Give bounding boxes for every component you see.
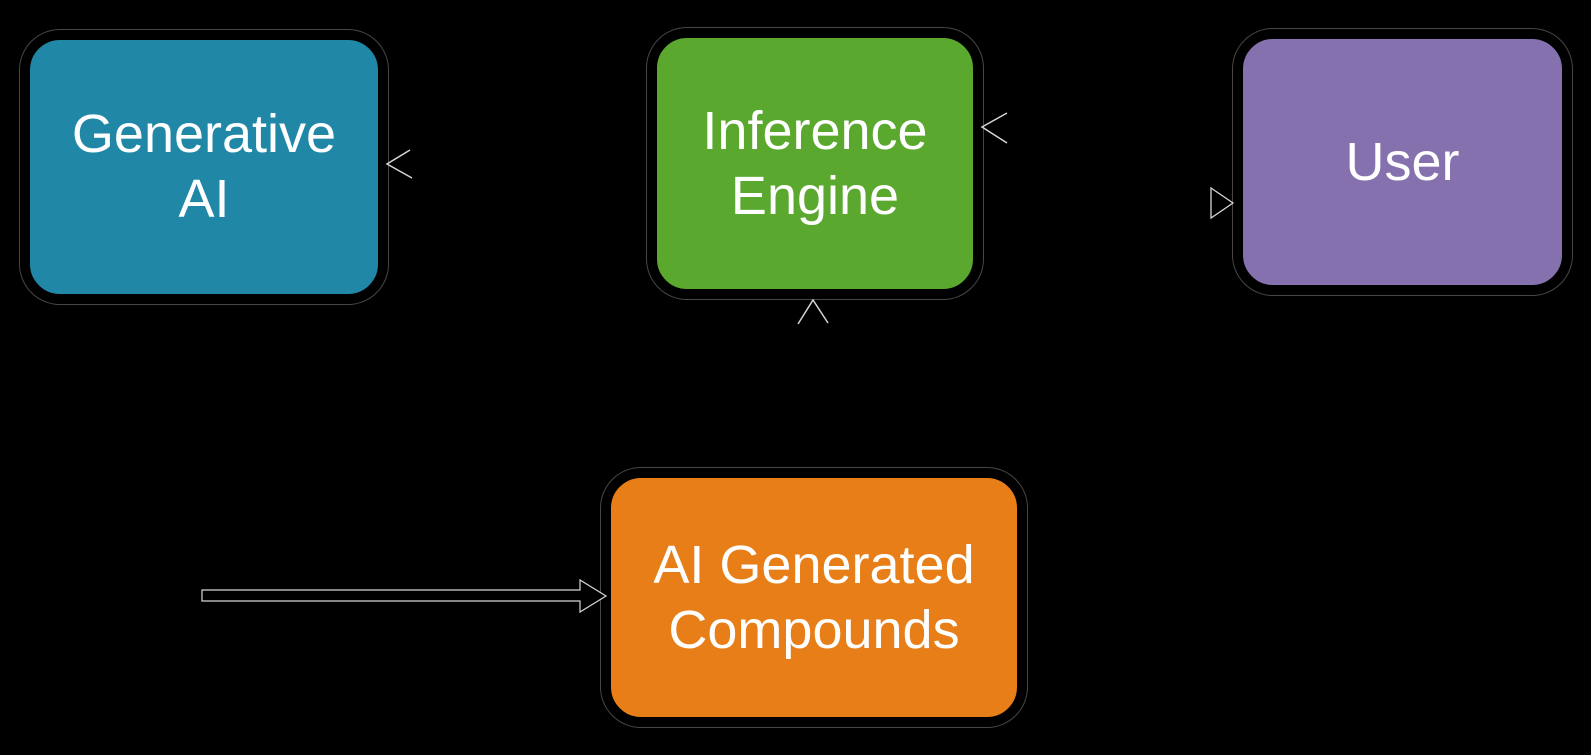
arrowhead-into-generative-ai — [385, 149, 413, 179]
arrowhead-into-inference-engine-bottom — [797, 298, 829, 325]
arrow-into-ai-generated-compounds — [201, 578, 608, 614]
arrowhead-into-user — [1210, 186, 1235, 220]
arrowhead-into-inference-engine-right — [980, 112, 1008, 144]
